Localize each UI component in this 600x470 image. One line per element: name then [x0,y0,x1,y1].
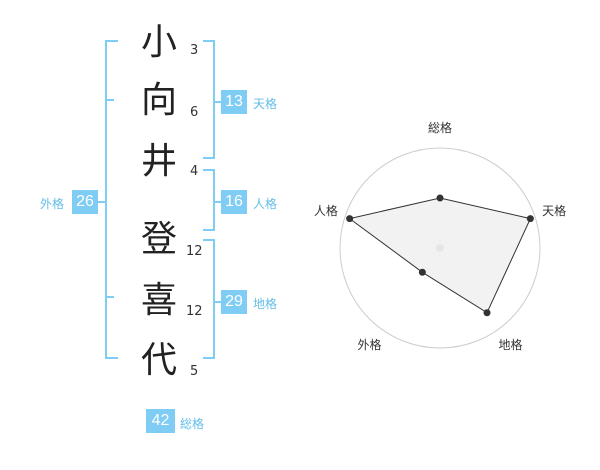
gaikaku-label: 外格 [40,197,65,211]
chikaku-label: 地格 [253,297,278,311]
radar-axis-label-2: 天格 [542,203,566,218]
radar-point-1 [436,194,444,202]
name-char-4: 登 [140,219,177,260]
stroke-count-4: 12 [186,244,203,259]
name-char-6: 代 [140,340,177,381]
radar-axis-label-5: 人格 [314,203,338,218]
name-char-3: 井 [140,141,177,182]
gaikaku-bracket [105,40,118,359]
chikaku-bracket [203,239,215,359]
stroke-count-5: 12 [186,304,203,319]
radar-point-3 [483,309,491,317]
name-char-2: 向 [140,80,177,121]
jinkaku-badge: 16 [221,190,247,214]
radar-value-polygon [348,197,532,314]
radar-point-4 [418,268,426,276]
name-char-1: 小 [140,22,177,63]
soukaku-badge: 42 [146,409,175,433]
radar-axis-label-4: 外格 [357,337,381,352]
soukaku-label: 総格 [180,417,205,431]
gaikaku-badge: 26 [72,190,98,214]
tenkaku-badge: 13 [221,90,247,114]
chikaku-badge: 29 [221,290,247,314]
radar-axis-label-1: 総格 [428,120,452,135]
stroke-count-2: 6 [190,105,199,120]
radar-point-5 [346,215,354,223]
stroke-count-6: 5 [190,364,199,379]
radar-point-2 [526,215,534,223]
tenkaku-bracket [203,40,215,159]
stroke-count-3: 4 [190,164,199,179]
stroke-count-1: 3 [190,43,199,58]
name-char-5: 喜 [140,280,177,321]
tenkaku-label: 天格 [253,97,278,111]
radar-axis-label-3: 地格 [498,337,522,352]
jinkaku-bracket [203,169,215,231]
jinkaku-label: 人格 [253,197,278,211]
